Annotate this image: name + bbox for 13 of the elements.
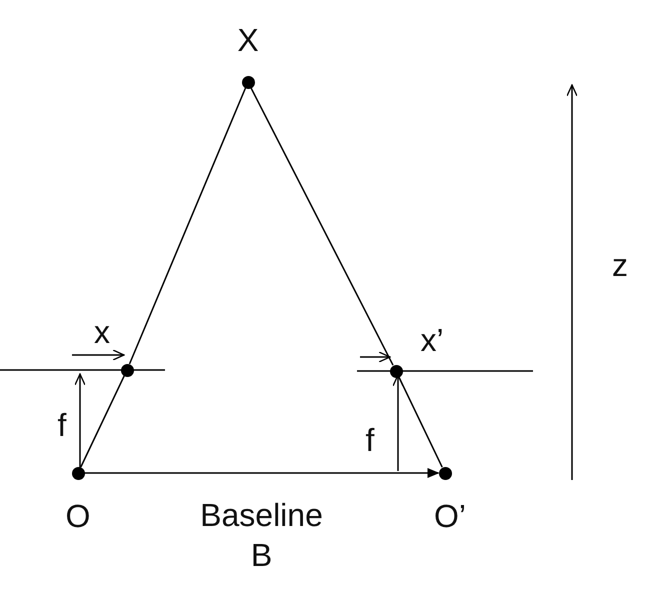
dimension-label: f — [58, 408, 66, 442]
point-label: X — [237, 23, 259, 57]
dimension-label: f — [366, 423, 374, 457]
line — [128, 88, 246, 364]
line — [250, 87, 394, 366]
dimension-label: z — [612, 248, 628, 282]
arrow — [84, 468, 440, 478]
point-label: O’ — [434, 499, 466, 533]
line — [80, 376, 125, 468]
line — [398, 376, 443, 468]
point-label: O — [66, 499, 90, 533]
point-label: x’ — [420, 323, 444, 357]
point-label: x — [94, 315, 110, 349]
